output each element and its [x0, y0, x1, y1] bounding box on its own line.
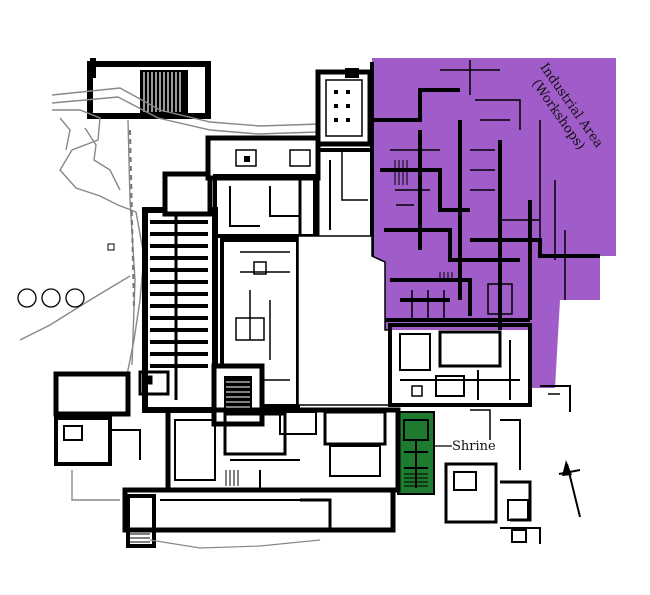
north-arrow [558, 460, 581, 518]
southeast-ruins [444, 385, 571, 544]
shrine-label: Shrine [452, 439, 496, 454]
north-entrance [315, 68, 373, 147]
kouloures-circles [17, 288, 85, 308]
south-path [149, 539, 321, 549]
central-court [297, 148, 391, 406]
south-wing [122, 407, 401, 548]
industrial-area-zone [370, 58, 616, 388]
northwest-building [87, 58, 211, 119]
small-marker [107, 243, 115, 251]
west-outbuildings [53, 370, 170, 466]
causeway-dashes [129, 129, 135, 311]
shrine-zone [397, 411, 452, 495]
south-corridor-hatch [130, 470, 239, 543]
east-wing [388, 323, 532, 407]
